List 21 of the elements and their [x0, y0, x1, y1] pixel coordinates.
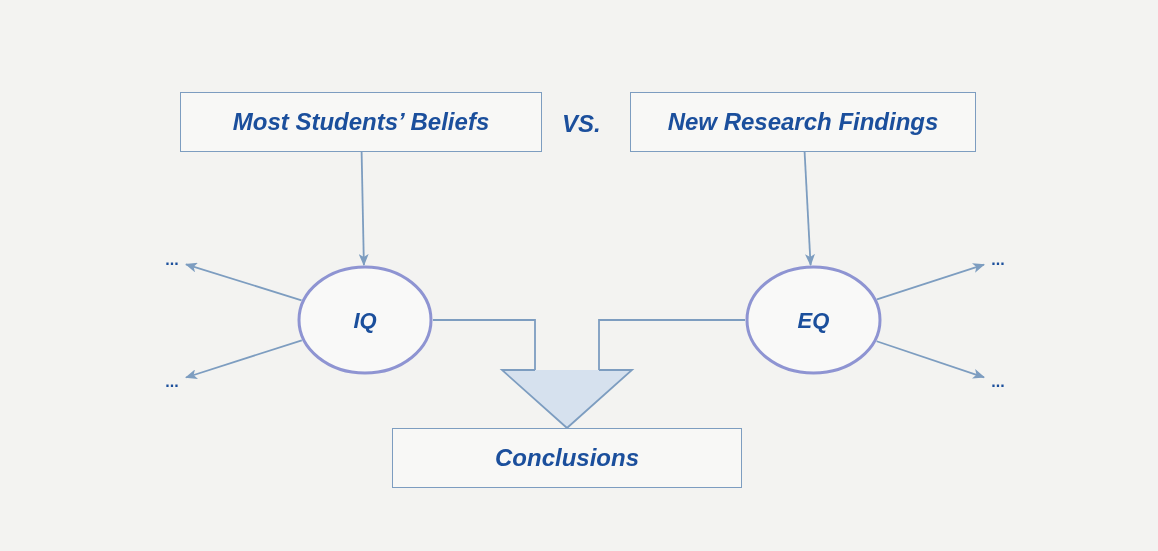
node-label: Conclusions — [495, 443, 639, 473]
versus-label: VS. — [562, 109, 601, 139]
text-box — [630, 92, 976, 152]
ellipsis-text: ... — [158, 372, 186, 392]
node-label: Most Students’ Beliefs — [232, 107, 490, 137]
block-arrow-half — [566, 319, 746, 429]
arrow — [185, 339, 303, 379]
arrow — [185, 262, 303, 302]
arrow — [876, 263, 985, 301]
ellipsis-text: ... — [158, 250, 186, 270]
ellipsis-text: ... — [984, 372, 1012, 392]
block-arrow-half — [432, 319, 568, 429]
arrow — [803, 151, 815, 267]
ellipsis-text: ... — [984, 250, 1012, 270]
node-label: New Research Findings — [667, 107, 939, 137]
arrow — [875, 340, 985, 379]
text-box — [392, 428, 742, 488]
node-label: EQ — [797, 306, 830, 335]
node-label: IQ — [353, 306, 377, 335]
text-box — [180, 92, 542, 152]
arrow — [358, 151, 369, 266]
